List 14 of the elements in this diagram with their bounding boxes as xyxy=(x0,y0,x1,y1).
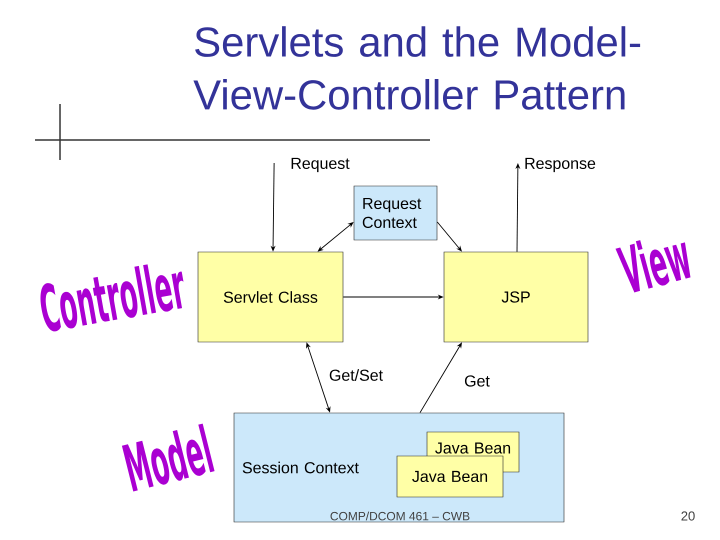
context-box: Request Context xyxy=(354,186,438,240)
process-box: JSP xyxy=(444,252,588,342)
slide-title: Servlets and the Model-View-Controller Pattern xyxy=(193,26,640,110)
page-number: 20 xyxy=(681,511,695,521)
edge-label: Get xyxy=(463,374,491,388)
edge-label: Get/Set xyxy=(328,368,384,382)
footer-text: COMP/DCOM 461 – CWB xyxy=(330,512,470,520)
process-box: Servlet Class xyxy=(198,252,344,342)
node-label: Request xyxy=(292,158,350,172)
process-box: Java Bean xyxy=(396,456,504,498)
word-art: Model xyxy=(122,424,215,492)
word-art: View xyxy=(615,240,690,292)
word-art: Controller xyxy=(40,264,184,332)
node-label: Response xyxy=(525,158,596,172)
